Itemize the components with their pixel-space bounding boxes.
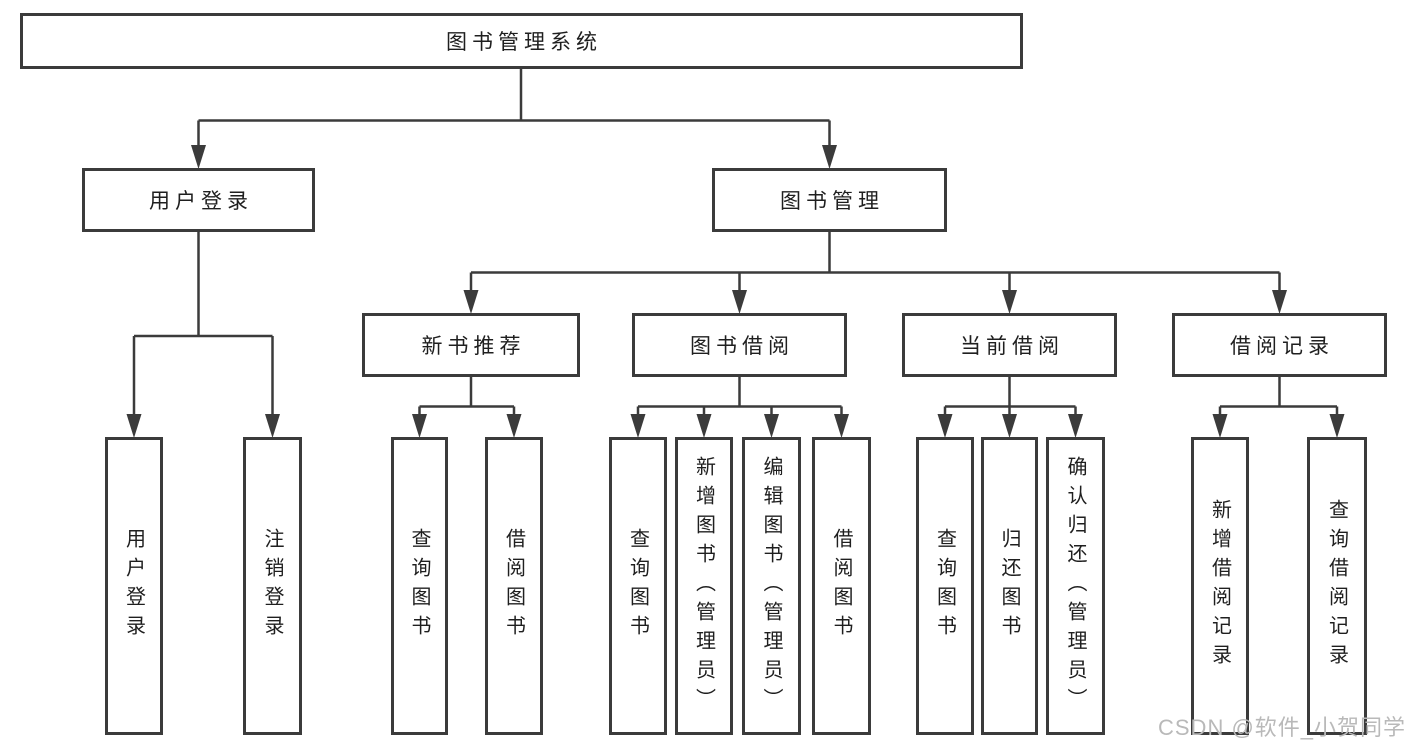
node-query-books-recommend: 查询图书 — [391, 437, 448, 735]
node-add-books-admin: 新增图书（管理员） — [675, 437, 733, 735]
node-confirm-return-admin: 确认归还（管理员） — [1046, 437, 1105, 735]
node-edit-books-admin: 编辑图书（管理员） — [742, 437, 801, 735]
connector-lines — [132, 68, 1339, 418]
node-logout-leaf: 注销登录 — [243, 437, 302, 735]
node-add-borrow-record: 新增借阅记录 — [1191, 437, 1249, 735]
node-borrow-books-leaf: 借阅图书 — [812, 437, 871, 735]
node-query-books-current: 查询图书 — [916, 437, 974, 735]
node-query-books-borrowing: 查询图书 — [609, 437, 667, 735]
node-book-borrowing: 图书借阅 — [632, 313, 847, 377]
node-return-books: 归还图书 — [981, 437, 1038, 735]
node-current-borrowing: 当前借阅 — [902, 313, 1117, 377]
node-book-management-module: 图书管理 — [712, 168, 947, 232]
node-user-login-leaf: 用户登录 — [105, 437, 163, 735]
node-user-login-module: 用户登录 — [82, 168, 315, 232]
node-new-book-recommend: 新书推荐 — [362, 313, 580, 377]
node-borrow-books-recommend: 借阅图书 — [485, 437, 543, 735]
node-query-borrow-record: 查询借阅记录 — [1307, 437, 1367, 735]
connector-arrowheads — [126, 145, 1345, 438]
node-borrow-records: 借阅记录 — [1172, 313, 1387, 377]
node-library-system-root: 图书管理系统 — [20, 13, 1023, 69]
